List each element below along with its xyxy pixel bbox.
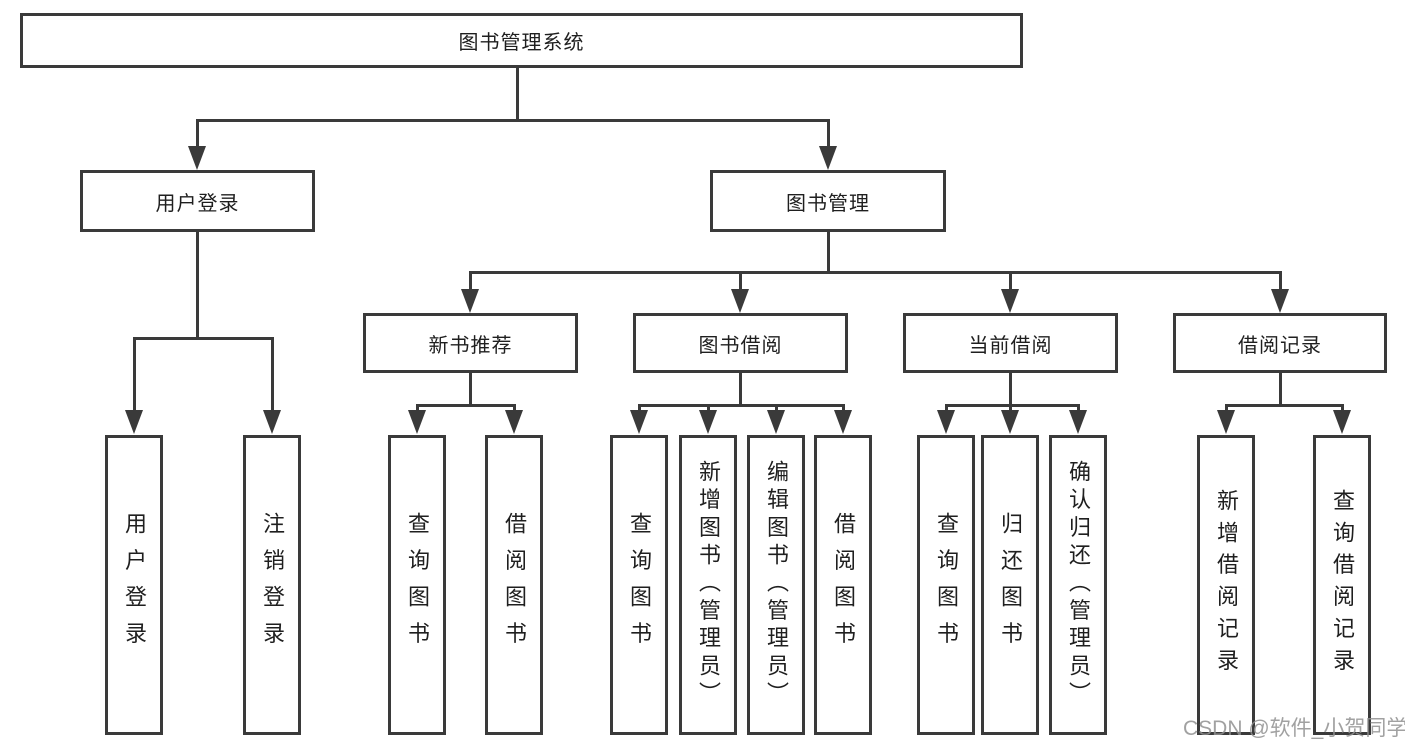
connector-arrow-line — [1077, 404, 1080, 414]
connector-arrow-line — [638, 404, 641, 414]
arrow-down-icon — [188, 146, 206, 170]
connector-arrow-line — [775, 404, 778, 414]
arrow-down-icon — [699, 410, 717, 434]
arrow-down-icon — [731, 289, 749, 313]
node-new-book-recommend-label: 新书推荐 — [428, 334, 513, 357]
arrow-down-icon — [834, 410, 852, 434]
leaf-user-login: 用户登录 — [105, 435, 163, 735]
watermark-text: CSDN @软件_小贺同学 — [1183, 717, 1405, 740]
arrow-down-icon — [461, 289, 479, 313]
arrow-down-icon — [1001, 289, 1019, 313]
leaf-borrow-books: 借阅图书 — [814, 435, 872, 735]
leaf-borrow-books-recommend: 借阅图书 — [485, 435, 543, 735]
leaf-query-books-borrow-label: 查询图书 — [627, 511, 652, 659]
connector-arrow-line — [133, 337, 136, 413]
arrow-down-icon — [505, 410, 523, 434]
leaf-query-books-current: 查询图书 — [917, 435, 975, 735]
connector-arrow-line — [1225, 404, 1228, 414]
leaf-user-login-label: 用户登录 — [122, 511, 147, 659]
connector-arrow-line — [739, 271, 742, 293]
connector-arrow-line — [469, 271, 472, 293]
node-borrow-records: 借阅记录 — [1173, 313, 1387, 373]
node-root: 图书管理系统 — [20, 13, 1023, 68]
leaf-add-book-admin: 新增图书（管理员） — [679, 435, 737, 735]
connector-arrow-line — [196, 119, 199, 150]
connector-l3-rail — [638, 404, 845, 407]
connector-arrow-line — [842, 404, 845, 414]
leaf-borrow-books-recommend-label: 借阅图书 — [502, 511, 527, 659]
leaf-add-borrow-record-label: 新增借阅记录 — [1214, 489, 1239, 681]
leaf-return-book: 归还图书 — [981, 435, 1039, 735]
node-root-label: 图书管理系统 — [458, 32, 585, 54]
connector-arrow-line — [707, 404, 710, 414]
node-current-borrow-label: 当前借阅 — [968, 334, 1053, 357]
arrow-down-icon — [125, 410, 143, 434]
connector-arrow-line — [271, 337, 274, 413]
connector-l3-stub — [1279, 372, 1282, 407]
arrow-down-icon — [1069, 410, 1087, 434]
connector-user-login-stub — [196, 231, 199, 340]
connector-root-stub — [516, 66, 519, 122]
connector-user-login-rail — [133, 337, 274, 340]
arrow-down-icon — [1271, 289, 1289, 313]
arrow-down-icon — [630, 410, 648, 434]
connector-arrow-line — [1009, 404, 1012, 414]
leaf-add-book-admin-label: 新增图书（管理员） — [696, 460, 721, 710]
leaf-borrow-books-label: 借阅图书 — [831, 511, 856, 659]
connector-arrow-line — [827, 119, 830, 150]
node-book-borrow-label: 图书借阅 — [698, 334, 783, 357]
leaf-query-borrow-record: 查询借阅记录 — [1313, 435, 1371, 735]
connector-l3-rail — [1225, 404, 1344, 407]
connector-arrow-line — [513, 404, 516, 414]
connector-book-mgmt-rail — [469, 271, 1282, 274]
arrow-down-icon — [408, 410, 426, 434]
node-book-management-label: 图书管理 — [786, 192, 870, 215]
leaf-query-books-recommend: 查询图书 — [388, 435, 446, 735]
connector-l3-rail — [945, 404, 1080, 407]
connector-arrow-line — [1279, 271, 1282, 293]
connector-arrow-line — [416, 404, 419, 414]
node-new-book-recommend: 新书推荐 — [363, 313, 578, 373]
leaf-edit-book-admin-label: 编辑图书（管理员） — [764, 460, 789, 710]
leaf-query-books-current-label: 查询图书 — [934, 511, 959, 659]
node-current-borrow: 当前借阅 — [903, 313, 1118, 373]
node-book-management: 图书管理 — [710, 170, 946, 232]
connector-arrow-line — [945, 404, 948, 414]
leaf-logout-label: 注销登录 — [260, 511, 285, 659]
connector-l3-stub — [739, 372, 742, 407]
connector-arrow-line — [1009, 271, 1012, 293]
connector-arrow-line — [1341, 404, 1344, 414]
node-book-borrow: 图书借阅 — [633, 313, 848, 373]
connector-book-mgmt-stub — [827, 231, 830, 274]
leaf-logout: 注销登录 — [243, 435, 301, 735]
arrow-down-icon — [1217, 410, 1235, 434]
connector-l3-stub — [469, 372, 472, 407]
connector-root-rail — [196, 119, 830, 122]
arrow-down-icon — [1333, 410, 1351, 434]
node-user-login-label: 用户登录 — [155, 192, 240, 215]
leaf-confirm-return-admin: 确认归还（管理员） — [1049, 435, 1107, 735]
connector-l3-stub — [1009, 372, 1012, 407]
leaf-query-books-borrow: 查询图书 — [610, 435, 668, 735]
leaf-query-borrow-record-label: 查询借阅记录 — [1330, 489, 1355, 681]
leaf-edit-book-admin: 编辑图书（管理员） — [747, 435, 805, 735]
leaf-add-borrow-record: 新增借阅记录 — [1197, 435, 1255, 735]
node-borrow-records-label: 借阅记录 — [1238, 334, 1322, 357]
leaf-return-book-label: 归还图书 — [998, 511, 1023, 659]
arrow-down-icon — [819, 146, 837, 170]
arrow-down-icon — [767, 410, 785, 434]
arrow-down-icon — [1001, 410, 1019, 434]
arrow-down-icon — [263, 410, 281, 434]
connector-l3-rail — [416, 404, 516, 407]
arrow-down-icon — [937, 410, 955, 434]
node-user-login: 用户登录 — [80, 170, 315, 232]
leaf-confirm-return-admin-label: 确认归还（管理员） — [1066, 460, 1091, 710]
leaf-query-books-recommend-label: 查询图书 — [405, 511, 430, 659]
